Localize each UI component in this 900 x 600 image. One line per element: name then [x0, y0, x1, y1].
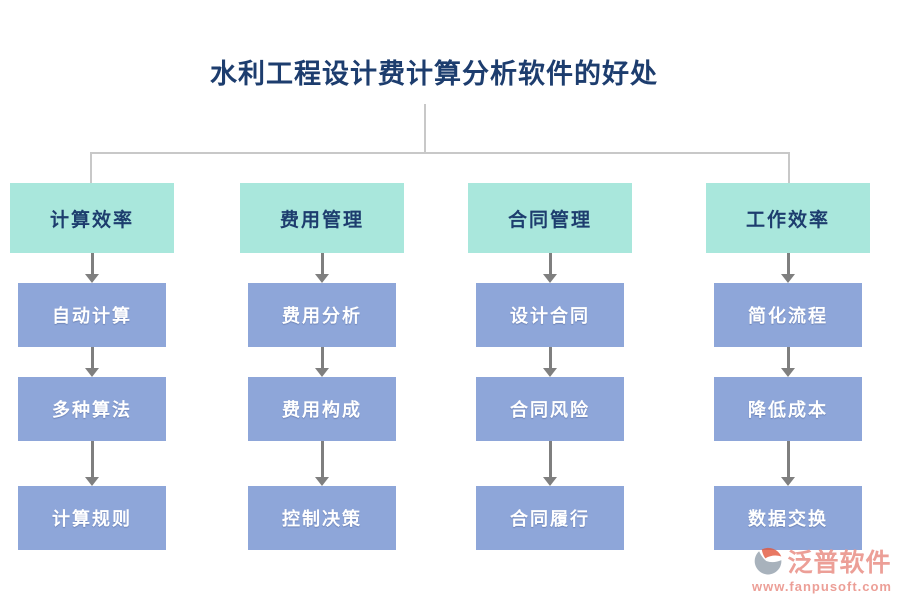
fanpu-logo-brand: 泛普软件 — [787, 548, 892, 577]
down-arrow-icon — [543, 253, 557, 283]
column-2-item-1: 费用分析 — [248, 283, 396, 347]
column-3-header: 合同管理 — [468, 183, 632, 253]
column-1-item-3: 计算规则 — [18, 486, 166, 550]
connector-stub-left — [90, 152, 92, 183]
down-arrow-icon — [781, 441, 795, 486]
column-work-efficiency: 工作效率 简化流程 降低成本 数据交换 — [706, 183, 870, 550]
column-4-item-3: 数据交换 — [714, 486, 862, 550]
column-contract-management: 合同管理 设计合同 合同风险 合同履行 — [468, 183, 632, 550]
column-cost-management: 费用管理 费用分析 费用构成 控制决策 — [240, 183, 404, 550]
down-arrow-icon — [315, 347, 329, 377]
column-1-item-2: 多种算法 — [18, 377, 166, 441]
down-arrow-icon — [543, 441, 557, 486]
column-3-item-1: 设计合同 — [476, 283, 624, 347]
down-arrow-icon — [543, 347, 557, 377]
down-arrow-icon — [315, 441, 329, 486]
column-4-item-1: 简化流程 — [714, 283, 862, 347]
down-arrow-icon — [781, 253, 795, 283]
connector-horizontal-rail — [90, 152, 790, 154]
down-arrow-icon — [85, 347, 99, 377]
column-2-item-2: 费用构成 — [248, 377, 396, 441]
down-arrow-icon — [85, 441, 99, 486]
connector-stub-right — [788, 152, 790, 183]
column-calc-efficiency: 计算效率 自动计算 多种算法 计算规则 — [10, 183, 174, 550]
fanpu-logo-icon — [752, 545, 784, 577]
down-arrow-icon — [315, 253, 329, 283]
column-2-item-3: 控制决策 — [248, 486, 396, 550]
down-arrow-icon — [781, 347, 795, 377]
column-1-header: 计算效率 — [10, 183, 174, 253]
column-2-header: 费用管理 — [240, 183, 404, 253]
connector-title-drop — [424, 104, 426, 152]
column-4-header: 工作效率 — [706, 183, 870, 253]
column-1-item-1: 自动计算 — [18, 283, 166, 347]
page-title: 水利工程设计费计算分析软件的好处 — [210, 59, 658, 90]
down-arrow-icon — [85, 253, 99, 283]
fanpu-logo-url: www.fanpusoft.com — [751, 579, 892, 594]
column-3-item-2: 合同风险 — [476, 377, 624, 441]
fanpu-logo: 泛普软件 www.fanpusoft.com — [752, 543, 892, 594]
column-3-item-3: 合同履行 — [476, 486, 624, 550]
column-4-item-2: 降低成本 — [714, 377, 862, 441]
